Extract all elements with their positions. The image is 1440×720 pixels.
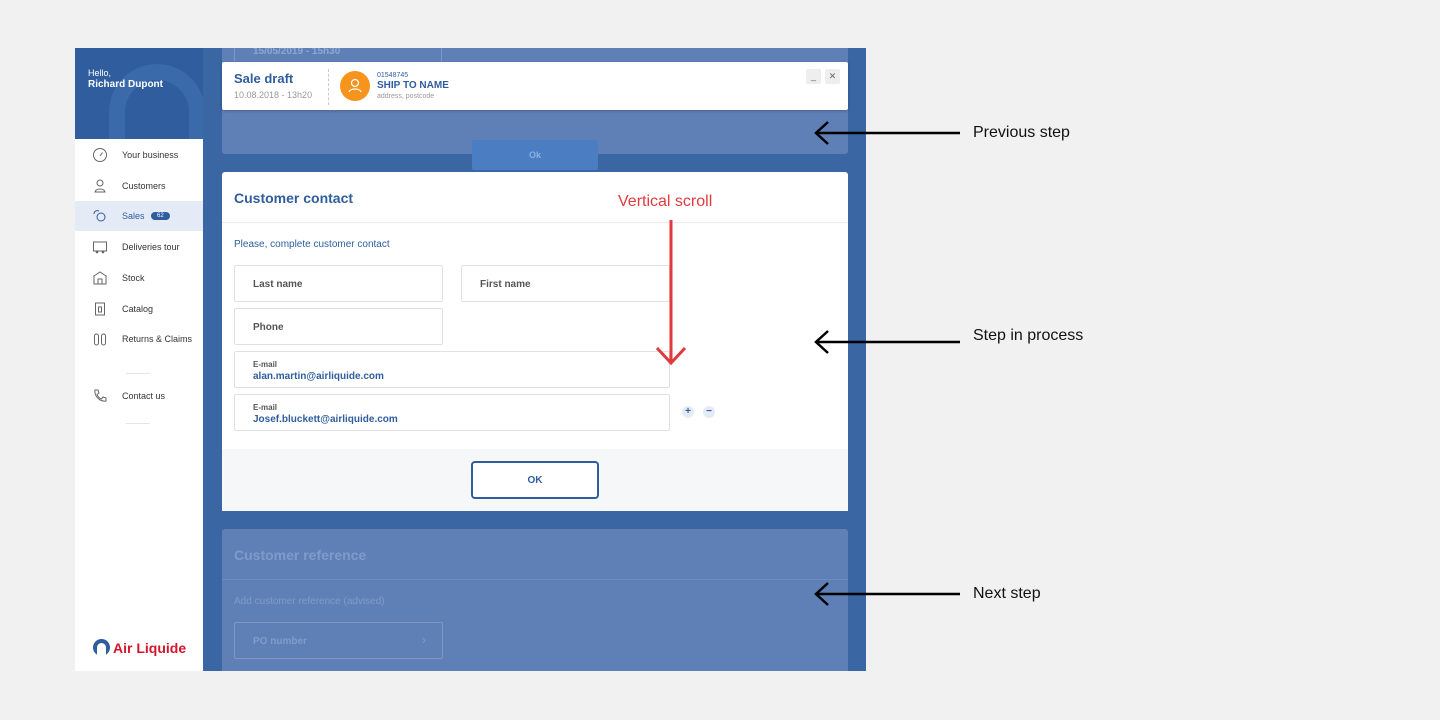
divider [222,579,848,580]
sales-icon [93,210,106,222]
sales-count-badge: 62 [151,212,170,220]
email-value: alan.martin@airliquide.com [253,371,384,382]
sidebar-item-label: Customers [122,181,166,191]
sidebar-item-stock[interactable]: Stock [75,263,203,293]
truck-icon [93,241,107,254]
next-step-annotation: Next step [973,585,1041,602]
sidebar-item-label: Catalog [122,304,154,314]
arrow-left-icon [814,582,960,606]
greeting: Hello, [88,68,112,78]
previous-step-annotation: Previous step [973,124,1070,141]
arrow-down-icon [655,220,687,366]
sidebar-item-contact-us[interactable]: Contact us [75,381,203,411]
close-button[interactable]: ✕ [825,69,840,84]
sidebar-item-label: Returns & Claims [122,334,193,344]
user-icon [348,78,362,93]
customer-reference-subtitle: Add customer reference (advised) [234,596,385,607]
add-email-button[interactable]: + [682,406,694,418]
sidebar-item-catalog[interactable]: Catalog [75,294,203,324]
sidebar-item-label: Stock [122,273,145,283]
phone-icon [94,389,107,402]
air-liquide-logo-icon [93,639,110,656]
ship-to-address: address, postcode [377,93,435,100]
email-value: Josef.bluckett@airliquide.com [253,414,398,425]
customer-contact-subtitle: Please, complete customer contact [234,239,390,250]
first-name-placeholder: First name [480,279,531,290]
brand-decoration [109,64,203,139]
remove-email-button[interactable]: − [703,406,715,418]
warehouse-icon [93,271,107,285]
speedometer-icon [93,148,107,162]
email-label: E-mail [253,403,278,412]
divider [126,423,150,424]
sidebar-item-label: Sales [122,211,145,221]
customer-avatar [340,71,370,101]
previous-ok-button[interactable]: Ok [472,140,598,170]
arrow-left-icon [814,121,960,145]
sidebar-item-deliveries-tour[interactable]: Deliveries tour [75,232,203,262]
user-icon [94,179,106,193]
catalog-icon [95,302,105,316]
previous-date-value: 15/05/2019 - 15h30 [253,48,341,57]
sidebar-header: Hello, Richard Dupont [75,48,203,139]
customer-contact-title: Customer contact [234,190,354,206]
customer-contact-footer: OK [222,449,848,511]
divider [222,222,848,223]
email-label: E-mail [253,360,278,369]
minimize-button[interactable]: _ [806,69,821,84]
sale-draft-title: Sale draft [234,71,294,86]
sidebar-item-label: Deliveries tour [122,242,180,252]
app-window: 15/05/2019 - 15h30 Ok Customer contact P… [75,48,866,671]
last-name-field[interactable]: Last name [234,265,443,302]
phone-placeholder: Phone [253,322,284,333]
sale-draft-header: Sale draft 10.08.2018 - 13h20 01548745 S… [222,62,848,110]
sidebar-item-label: Your business [122,150,179,160]
arrow-left-icon [814,330,960,354]
phone-field[interactable]: Phone [234,308,443,345]
step-in-process-annotation: Step in process [973,327,1084,344]
sidebar-item-sales[interactable]: Sales 62 [75,201,203,231]
sidebar-item-returns-claims[interactable]: Returns & Claims [75,324,203,354]
divider [328,69,329,105]
customer-reference-title: Customer reference [234,547,367,563]
sidebar: Hello, Richard Dupont Your business Cust… [75,48,203,671]
next-step-card: Customer reference Add customer referenc… [222,529,848,671]
sidebar-item-customers[interactable]: Customers [75,171,203,201]
user-name: Richard Dupont [88,79,163,90]
air-liquide-logo: Air Liquide [93,639,186,656]
po-number-placeholder: PO number [253,636,307,647]
sidebar-item-your-business[interactable]: Your business [75,140,203,170]
logo-text: Air Liquide [113,639,187,656]
chevron-right-icon: › [422,633,426,647]
ship-to-name: SHIP TO NAME [377,80,449,91]
cylinders-icon [94,333,106,346]
email-field[interactable]: E-mail Josef.bluckett@airliquide.com [234,394,670,431]
ok-button[interactable]: OK [471,461,599,499]
customer-contact-card: Customer contact Please, complete custom… [222,172,848,511]
first-name-field[interactable]: First name [461,265,670,302]
last-name-placeholder: Last name [253,279,303,290]
sidebar-item-label: Contact us [122,391,166,401]
po-number-field[interactable]: PO number › [234,622,443,659]
email-field[interactable]: E-mail alan.martin@airliquide.com [234,351,670,388]
vertical-scroll-annotation: Vertical scroll [618,193,713,210]
account-number: 01548745 [377,72,409,79]
sale-draft-date: 10.08.2018 - 13h20 [234,90,313,100]
divider [126,373,150,374]
